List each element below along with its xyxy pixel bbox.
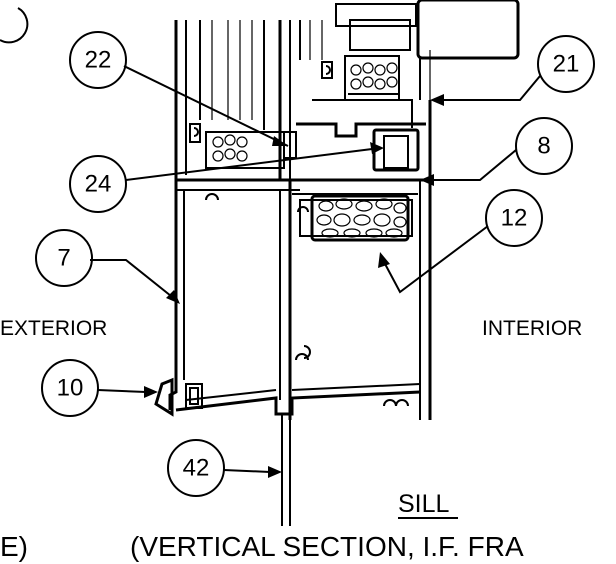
- arrowhead: [166, 290, 180, 304]
- callout-12: 12: [378, 189, 543, 294]
- sill-frame: [154, 100, 432, 526]
- callout-10-number: 10: [57, 375, 84, 402]
- partial-circle-top-left: [0, 7, 29, 44]
- glass-beads-upper: [348, 62, 398, 95]
- arrowhead: [378, 252, 390, 268]
- arrowhead: [268, 466, 282, 478]
- callout-7: 7: [35, 229, 180, 304]
- callout-42-number: 42: [183, 455, 210, 482]
- callout-8-number: 8: [537, 133, 550, 160]
- section-caption: (VERTICAL SECTION, I.F. FRA: [130, 531, 524, 562]
- arrowhead: [144, 386, 158, 398]
- arrowhead: [430, 94, 444, 106]
- caption-left-fragment: E): [0, 531, 28, 562]
- callout-21: 21: [430, 35, 595, 106]
- callout-12-number: 12: [501, 205, 528, 232]
- callout-21-number: 21: [553, 51, 580, 78]
- callout-42: 42: [167, 439, 282, 497]
- arrowhead: [272, 136, 288, 146]
- arrowhead: [420, 174, 434, 186]
- callout-10: 10: [41, 359, 158, 417]
- callout-22-number: 22: [85, 47, 112, 74]
- arrowhead: [370, 142, 384, 154]
- exterior-label: EXTERIOR: [0, 317, 107, 340]
- sash-assembly: [174, 0, 520, 191]
- interior-label: INTERIOR: [482, 317, 582, 340]
- callout-8: 8: [420, 117, 573, 186]
- callout-24: 24: [69, 142, 384, 213]
- sill-title: SILL: [398, 490, 450, 518]
- callout-22: 22: [69, 31, 289, 147]
- callout-7-number: 7: [57, 245, 70, 272]
- glass-beads-lower: [212, 134, 248, 162]
- callout-24-number: 24: [85, 171, 112, 198]
- insulation-block: [310, 194, 410, 242]
